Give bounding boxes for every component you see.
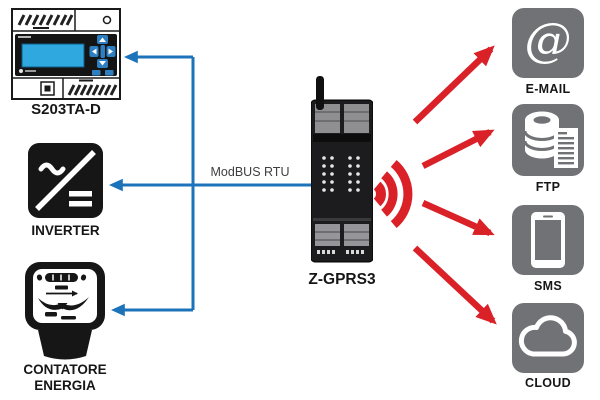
arrow-to-email: [412, 45, 495, 125]
arrow-to-cloud: [412, 245, 497, 325]
inverter-label: INVERTER: [31, 223, 100, 238]
s203ta-d-device: [11, 8, 121, 100]
ac-tilde: [38, 162, 66, 176]
arrow-to-ftp: [421, 129, 495, 169]
email-tile: @: [512, 8, 584, 78]
status-leds: [322, 156, 360, 192]
cloud-label: CLOUD: [525, 376, 571, 390]
cloud-tile: [512, 303, 584, 373]
z-gprs3-device: [311, 76, 373, 263]
wifi-signal-icon: [373, 159, 413, 229]
meter-dial: [38, 297, 89, 311]
lcd-display: [21, 43, 85, 68]
wireless-arrows: [412, 45, 497, 325]
z-gprs3-label: Z-GPRS3: [308, 271, 376, 288]
modbus-bus-lines: [108, 50, 312, 317]
connector-port: [40, 81, 55, 96]
contatore-label-line2: ENERGIA: [34, 378, 96, 393]
antenna: [316, 76, 324, 110]
sms-label: SMS: [534, 279, 562, 293]
terminal-markings: [317, 250, 364, 254]
keypad-arrows: [92, 37, 113, 66]
cloud-icon: [518, 315, 577, 357]
energy-meter-icon: [25, 262, 105, 360]
bottom-terminal-screws: [67, 84, 118, 96]
contatore-label-line1: CONTATORE: [23, 362, 107, 377]
database-icon: [523, 111, 578, 168]
inverter-icon: [28, 143, 103, 218]
smartphone-icon: [531, 212, 565, 268]
modbus-rtu-label: ModBUS RTU: [210, 165, 290, 179]
mount-hole: [102, 15, 112, 25]
meter-base: [38, 330, 92, 360]
arrow-to-sms: [421, 200, 495, 236]
at-sign-icon: @: [524, 13, 572, 68]
ftp-label: FTP: [535, 180, 561, 194]
email-label: E-MAIL: [525, 82, 571, 96]
s203ta-d-label: S203TA-D: [31, 101, 101, 118]
top-terminal-screws: [17, 14, 74, 26]
ftp-tile: [512, 104, 584, 176]
sms-tile: [512, 205, 584, 275]
